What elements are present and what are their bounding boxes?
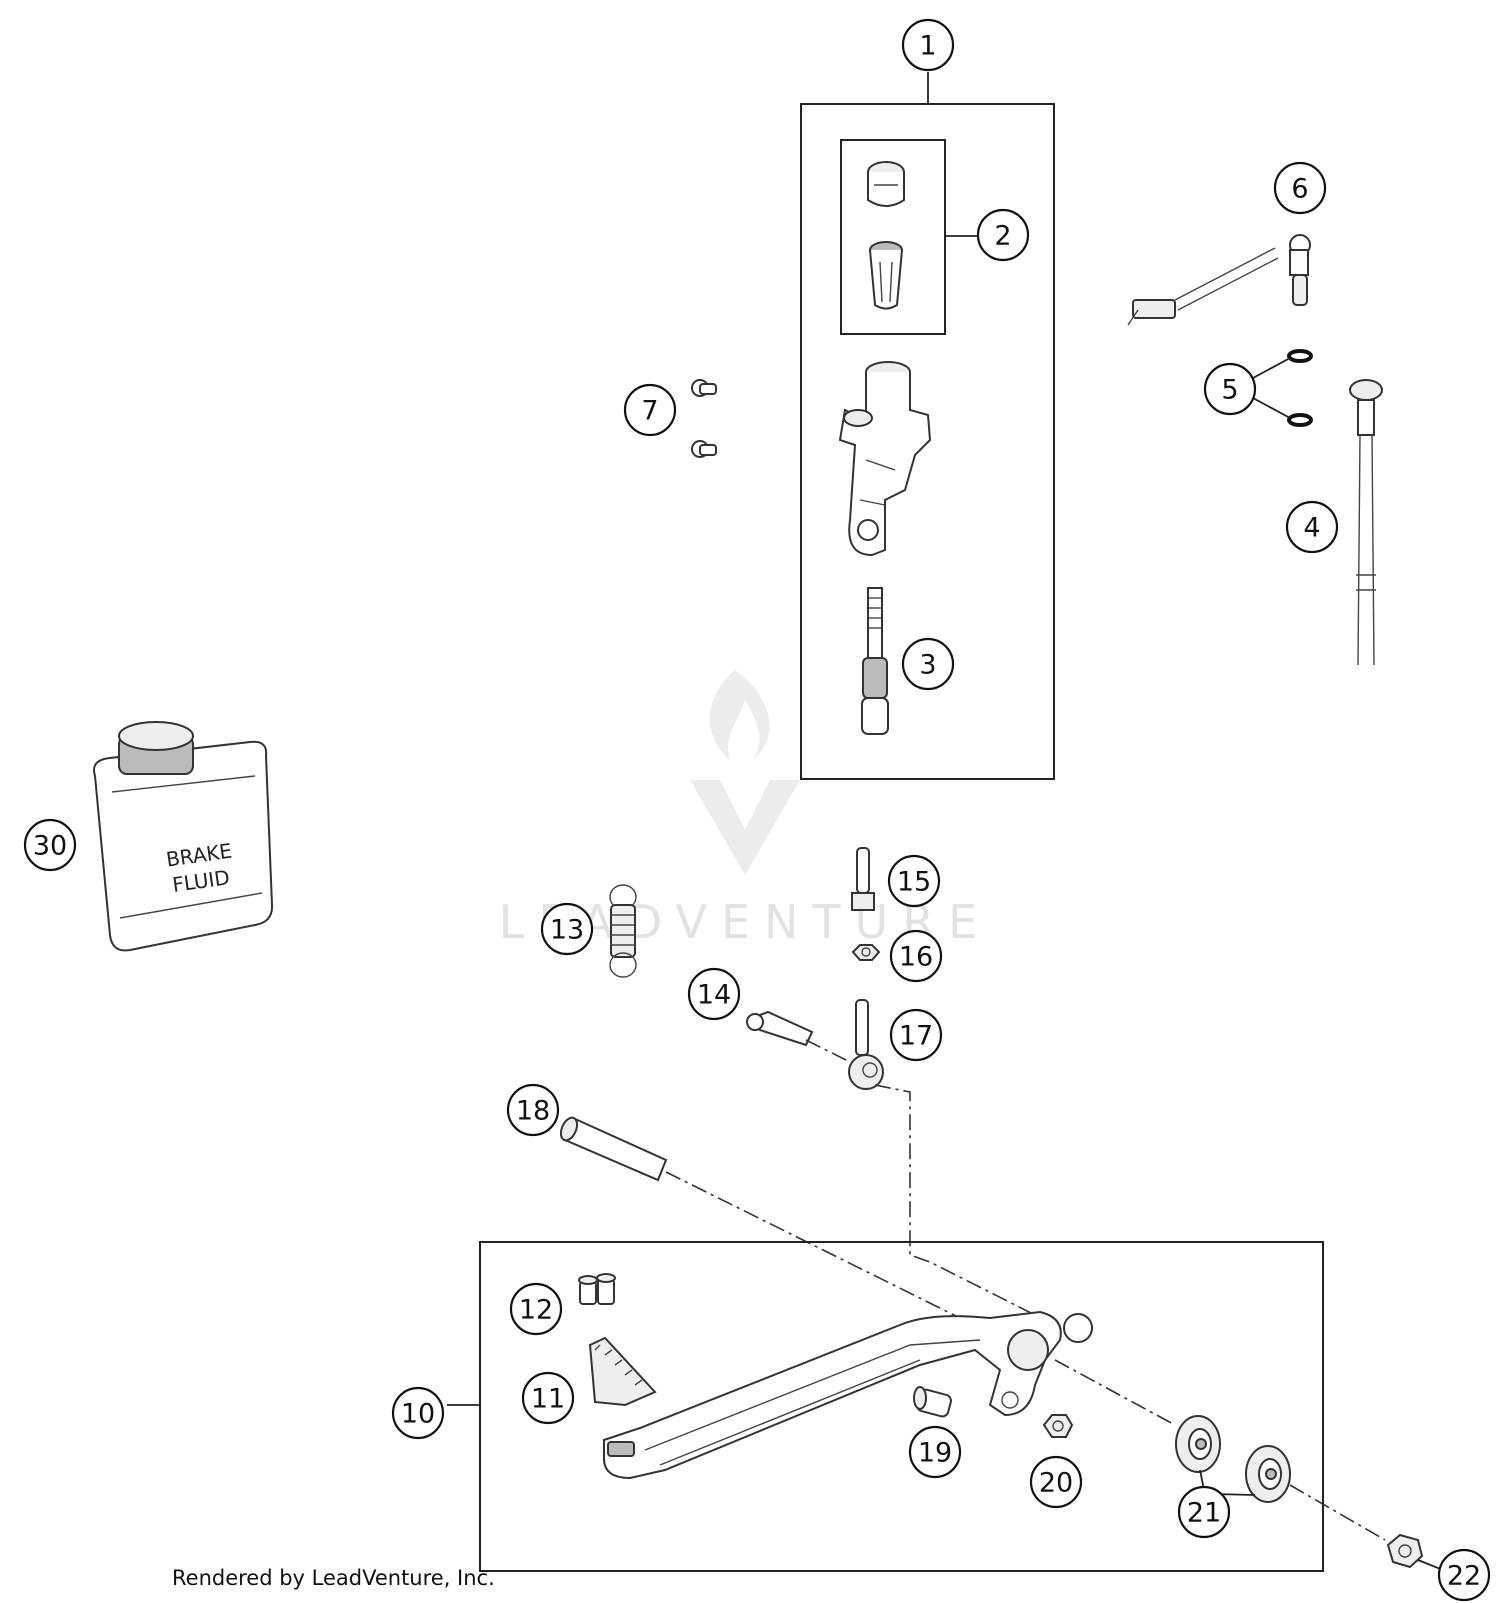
callout-21: 21 [1177, 1485, 1231, 1539]
brake-line-part [1349, 379, 1383, 666]
o-ring-part-upper [1287, 349, 1313, 363]
callout-14: 14 [687, 967, 741, 1021]
callout-number: 15 [897, 867, 931, 898]
reservoir-cap-part [867, 161, 905, 207]
step-plate-part [588, 1336, 657, 1407]
callout-12: 12 [509, 1282, 563, 1336]
callout-number: 2 [994, 221, 1011, 252]
callout-number: 7 [641, 396, 658, 427]
callout-19: 19 [908, 1425, 962, 1479]
callout-number: 30 [33, 831, 67, 862]
assembly-10-frame [479, 1241, 1324, 1572]
callout-5: 5 [1203, 362, 1257, 416]
leader-5a [1252, 357, 1291, 379]
callout-number: 13 [550, 915, 584, 946]
callout-number: 5 [1221, 375, 1238, 406]
callout-number: 21 [1187, 1498, 1221, 1529]
callout-20: 20 [1029, 1455, 1083, 1509]
callout-1: 1 [901, 18, 955, 72]
reservoir-filter-part [869, 241, 903, 310]
callout-number: 4 [1303, 513, 1320, 544]
callout-number: 18 [516, 1096, 550, 1127]
callout-10: 10 [391, 1386, 445, 1440]
callout-number: 16 [899, 942, 933, 973]
axis-line-14 [805, 1039, 851, 1063]
callout-17: 17 [889, 1008, 943, 1062]
bushing-part [578, 1273, 616, 1305]
screw-part-upper [691, 379, 717, 397]
callout-15: 15 [887, 854, 941, 908]
callout-18: 18 [506, 1083, 560, 1137]
callout-number: 12 [519, 1295, 553, 1326]
callout-4: 4 [1285, 500, 1339, 554]
axis-line-18 [665, 1171, 961, 1319]
bearing-part-b [1245, 1445, 1291, 1503]
pivot-pin-part [559, 1116, 668, 1182]
callout-number: 17 [899, 1021, 933, 1052]
o-ring-part-lower [1287, 413, 1313, 427]
callout-number: 11 [531, 1384, 565, 1415]
brake-pedal-lever-part [603, 1310, 1093, 1480]
sleeve-part [913, 1386, 952, 1418]
item-2-frame [840, 139, 946, 335]
callout-number: 3 [919, 650, 936, 681]
footer-credit: Rendered by LeadVenture, Inc. [172, 1566, 495, 1590]
brake-fluid-can-part: BRAKE FLUID [93, 721, 274, 952]
callout-3: 3 [901, 637, 955, 691]
callout-number: 1 [919, 31, 936, 62]
callout-number: 10 [401, 1399, 435, 1430]
callout-number: 14 [697, 980, 731, 1011]
callout-7: 7 [623, 383, 677, 437]
callout-30: 30 [23, 818, 77, 872]
callout-number: 22 [1447, 1561, 1481, 1592]
piston-kit-part [861, 587, 889, 735]
callout-number: 19 [918, 1438, 952, 1469]
callout-11: 11 [521, 1371, 575, 1425]
screw-part-lower [691, 440, 717, 458]
axis-line-pedal [1054, 1359, 1176, 1426]
callout-number: 6 [1291, 174, 1308, 205]
bearing-part-a [1175, 1415, 1221, 1473]
master-cylinder-body [838, 361, 932, 557]
brake-light-switch-part [1127, 234, 1311, 326]
push-rod-part [851, 847, 875, 911]
spring-part [609, 884, 637, 978]
callout-number: 20 [1039, 1468, 1073, 1499]
axis-line-17 [874, 1084, 1036, 1316]
callout-22: 22 [1437, 1548, 1491, 1602]
fork-head-part [848, 999, 884, 1090]
pedal-nut-part [1042, 1414, 1074, 1438]
callout-6: 6 [1273, 161, 1327, 215]
pedal-screw-part [1386, 1533, 1424, 1569]
nut-part [851, 944, 881, 961]
callout-13: 13 [540, 902, 594, 956]
leader-5b [1252, 397, 1291, 419]
bolt-part [746, 1010, 814, 1047]
callout-2: 2 [976, 208, 1030, 262]
callout-16: 16 [889, 929, 943, 983]
axis-line-bearings [1289, 1484, 1386, 1541]
